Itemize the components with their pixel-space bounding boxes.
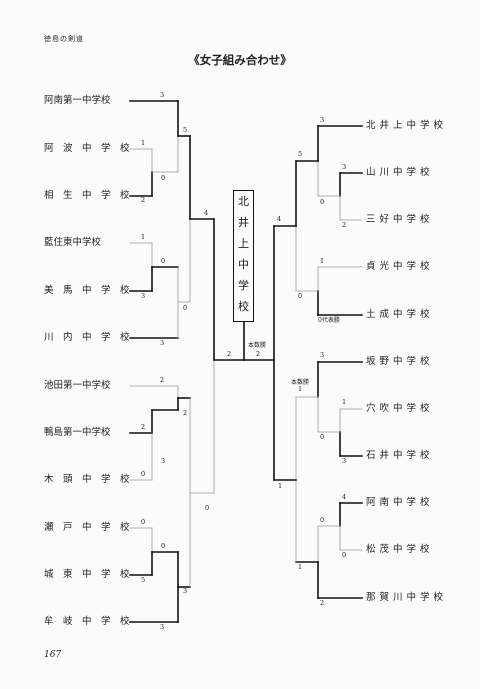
left-team-4: 藍住東中学校 — [44, 237, 102, 248]
score-label: 3 — [160, 91, 165, 99]
score-label: 1 — [141, 139, 146, 147]
score-label: 2 — [183, 409, 188, 417]
champion-char-6: 校 — [238, 300, 249, 313]
score-label: 0 — [320, 198, 325, 206]
left-team-8: 鴨島第一中学校 — [44, 427, 111, 438]
score-label: 5 — [183, 126, 188, 134]
score-label: 4 — [204, 209, 209, 217]
score-label: 2 — [320, 599, 325, 607]
score-label: 0 — [161, 174, 166, 182]
score-label: 2 — [160, 376, 165, 384]
score-label: 0 — [298, 292, 303, 300]
right-team-7: 穴吹中学校 — [366, 403, 434, 414]
left-team-7: 池田第一中学校 — [44, 380, 111, 391]
champion-char-4: 中 — [238, 258, 249, 271]
score-label: 3 — [160, 623, 165, 631]
score-label: 1 — [298, 563, 303, 571]
score-label: 3 — [183, 587, 188, 595]
score-label: 0代表勝 — [318, 317, 340, 324]
score-label: 1 — [141, 233, 146, 241]
score-label: 3 — [320, 351, 325, 359]
score-label: 1 — [298, 385, 303, 393]
right-team-2: 山川中学校 — [366, 167, 434, 178]
left-team-1: 阿南第一中学校 — [44, 95, 111, 106]
book-header: 徳島の剣道 — [44, 35, 84, 43]
right-team-9: 阿南中学校 — [366, 497, 434, 508]
right-team-10: 松茂中学校 — [366, 544, 434, 555]
score-label: 4 — [342, 493, 347, 501]
left-team-3: 相 生 中 学 校 — [44, 190, 130, 201]
score-label: 3 — [342, 163, 347, 171]
score-label: 4 — [277, 215, 282, 223]
decision-note: 本数勝 — [248, 342, 267, 349]
left-team-6: 川 内 中 学 校 — [44, 332, 130, 343]
left-team-11: 城 東 中 学 校 — [44, 569, 130, 580]
page-number: 167 — [44, 650, 62, 660]
score-label: 0 — [205, 504, 210, 512]
left-team-12: 牟 岐 中 学 校 — [44, 616, 130, 627]
decision-note: 代表勝 — [321, 317, 340, 324]
score-label: 5 — [141, 576, 146, 584]
right-team-3: 三好中学校 — [366, 214, 434, 225]
score-label: 0 — [320, 516, 325, 524]
score-label: 3 — [342, 457, 347, 465]
score-label: 0 — [320, 433, 325, 441]
left-team-5: 美 馬 中 学 校 — [44, 285, 130, 296]
score-label: 1 — [320, 257, 325, 265]
score-label: 2 — [141, 196, 146, 204]
decision-note: 本数勝 — [291, 379, 310, 386]
score-label: 1 — [342, 398, 347, 406]
left-team-9: 木 頭 中 学 校 — [44, 474, 130, 485]
score-label: 0 — [141, 518, 146, 526]
score-label: 0 — [141, 470, 146, 478]
score-label: 0 — [183, 304, 188, 312]
right-team-6: 坂野中学校 — [366, 356, 434, 367]
champion-char-1: 北 — [238, 195, 249, 208]
champion-char-3: 上 — [238, 237, 249, 250]
right-team-4: 貞光中学校 — [366, 261, 434, 272]
left-team-2: 阿 波 中 学 校 — [44, 143, 130, 154]
score-label: 0 — [342, 551, 347, 559]
champion-box: 北 井 上 中 学 校 — [233, 190, 254, 322]
page-title: 《女子組み合わせ》 — [188, 53, 292, 67]
score-label: 2 — [141, 423, 146, 431]
score-label: 3 — [161, 457, 166, 465]
right-team-8: 石井中学校 — [366, 450, 434, 461]
score-label: 2 — [342, 221, 347, 229]
score-label: 1 — [278, 482, 283, 490]
right-team-5: 土成中学校 — [366, 309, 434, 320]
score-label: 0 — [161, 542, 166, 550]
right-team-1: 北井上中学校 — [366, 120, 448, 131]
score-value: 0 — [318, 317, 322, 324]
right-team-11: 那賀川中学校 — [366, 592, 448, 603]
score-label: 3 — [320, 116, 325, 124]
score-label: 3 — [160, 339, 165, 347]
left-team-10: 瀬 戸 中 学 校 — [44, 522, 130, 533]
score-label: 2 — [256, 350, 261, 358]
score-label: 0 — [161, 257, 166, 265]
score-label: 5 — [298, 150, 303, 158]
champion-char-5: 学 — [238, 279, 249, 292]
score-label: 3 — [141, 292, 146, 300]
champion-char-2: 井 — [238, 216, 249, 229]
score-label: 2 — [227, 350, 232, 358]
